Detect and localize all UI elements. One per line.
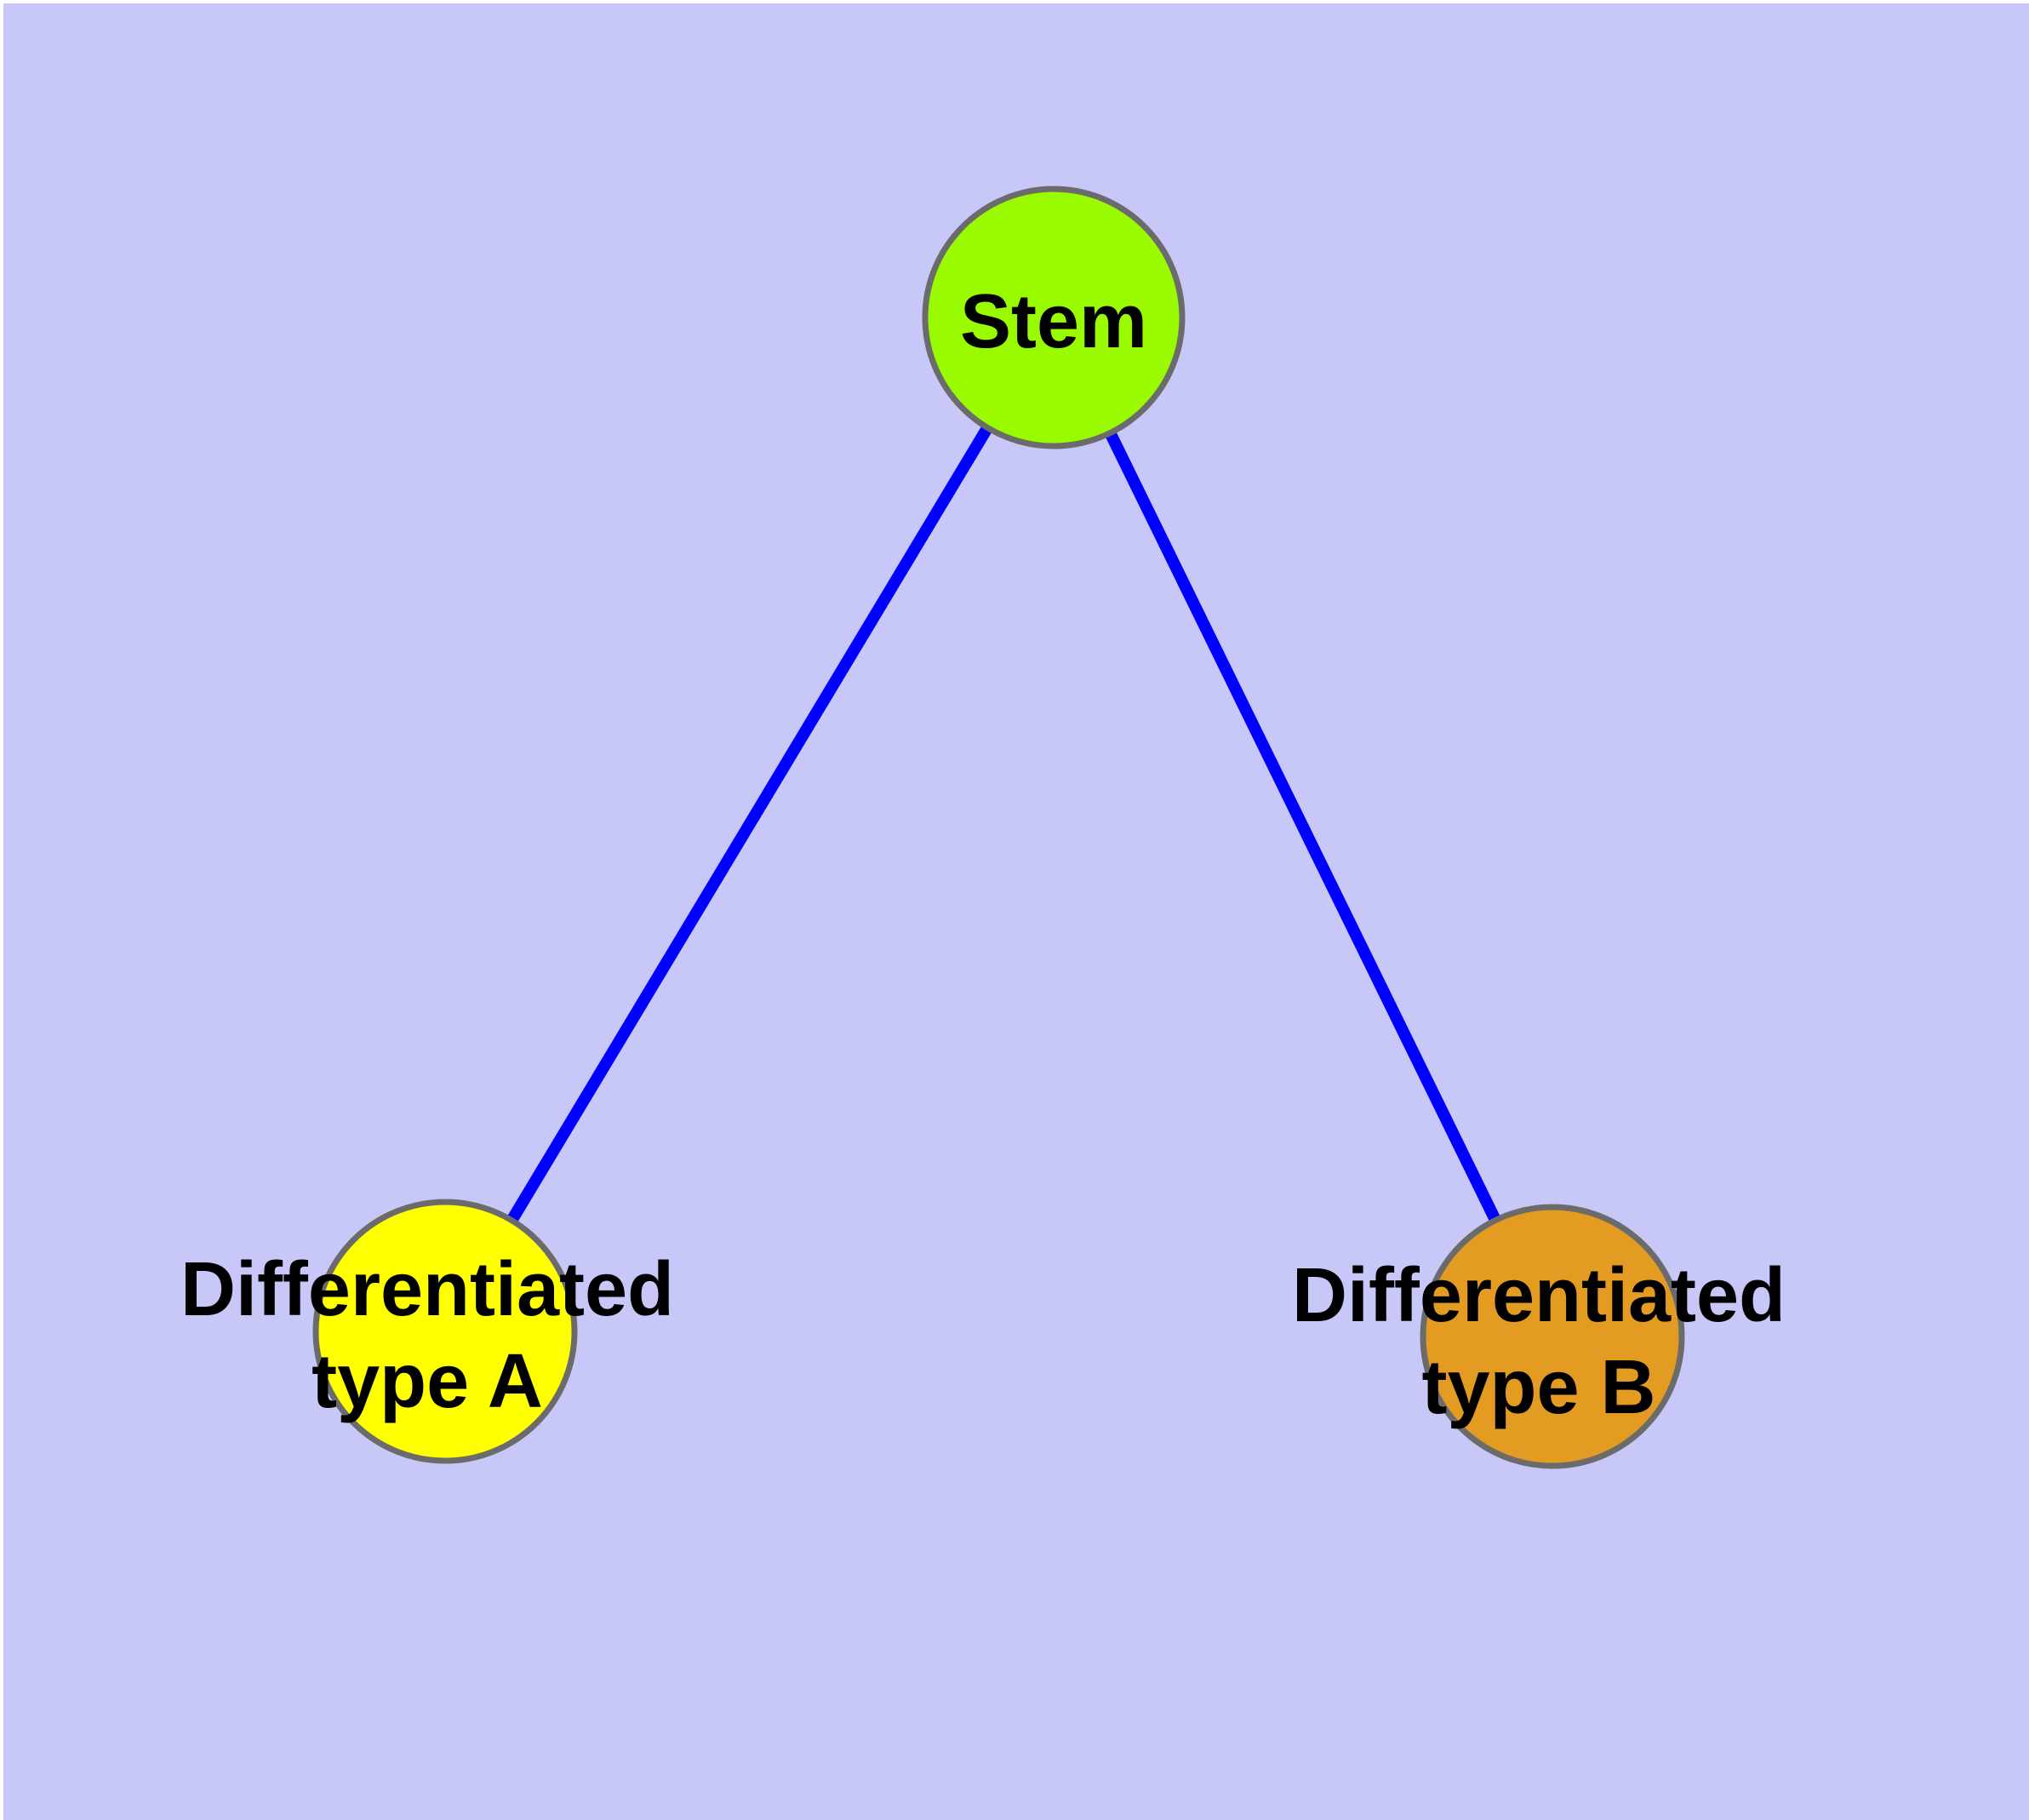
stem-node-label: Stem (960, 279, 1147, 364)
type-b-node-label-line2: type B (1421, 1345, 1655, 1430)
type-a-node-label-line2: type A (311, 1339, 543, 1424)
node-differentiated-type-a: Differentiated type A (180, 1199, 674, 1464)
node-stem: Stem (922, 186, 1186, 449)
stem-node-circle (922, 186, 1186, 449)
type-a-node-label-line1: Differentiated (180, 1247, 674, 1332)
type-b-node-circle (1420, 1204, 1685, 1469)
edges (439, 314, 1558, 1340)
type-a-node-circle (312, 1199, 578, 1464)
type-b-node-label-line1: Differentiated (1292, 1253, 1786, 1338)
edge-stem-to-type-a (439, 314, 1060, 1335)
node-differentiated-type-b: Differentiated type B (1292, 1204, 1786, 1469)
edge-stem-to-type-b (1048, 314, 1558, 1340)
